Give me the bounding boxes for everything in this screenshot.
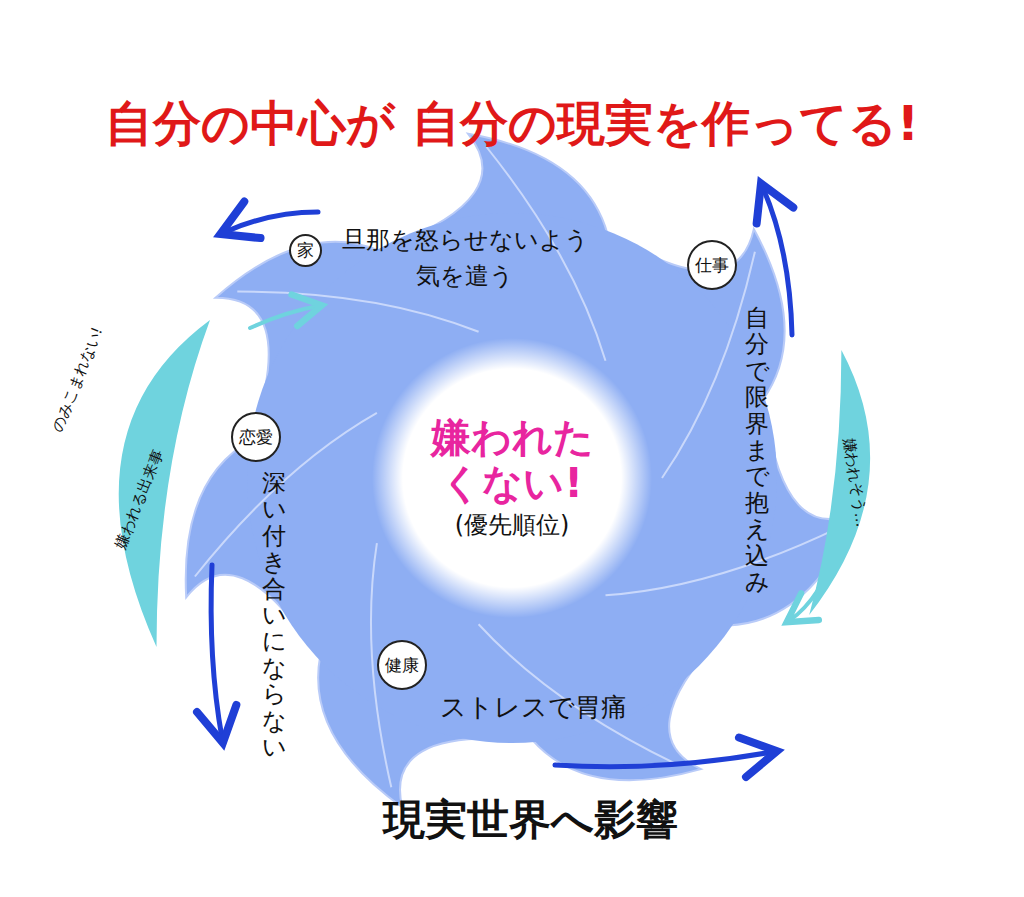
category-circle: 家 (289, 234, 322, 267)
swirl-body (247, 213, 777, 743)
category-text: 家 (297, 242, 314, 259)
title: 自分の中心が 自分の現実を作ってる! (0, 95, 1024, 153)
category-text: 仕事 (695, 257, 729, 274)
note-text: 旦那を怒らせないよう 気を遣う (340, 222, 590, 294)
center-text: 嫌われたくない! (412, 414, 612, 506)
swirl-lines (195, 147, 841, 787)
band-arrows (250, 306, 818, 620)
category-text: 健康 (385, 657, 419, 674)
center-subtext: (優先順位) (455, 510, 570, 541)
category-circle: 健康 (377, 640, 427, 690)
note-text: のみこまれない! (48, 324, 107, 434)
category-text: 恋愛 (239, 429, 273, 446)
note-text: ストレスで胃痛 (440, 690, 627, 725)
flow-arrows (211, 188, 792, 767)
swirl-blades (186, 134, 858, 807)
caption: 現実世界へ影響 (300, 795, 760, 845)
side-band: 嫌われそう… (800, 345, 892, 620)
note-text: 自分で限界まで抱え込み (745, 305, 769, 595)
center-circle: 嫌われたくない! (優先順位) (392, 378, 632, 578)
center-core (372, 338, 652, 618)
category-circle: 仕事 (687, 240, 737, 290)
band-shape (800, 345, 892, 620)
note-text: 深い付き合いにならない (262, 470, 286, 760)
side-band: 嫌われる出来事 (85, 312, 215, 652)
category-circle: 恋愛 (231, 412, 281, 462)
